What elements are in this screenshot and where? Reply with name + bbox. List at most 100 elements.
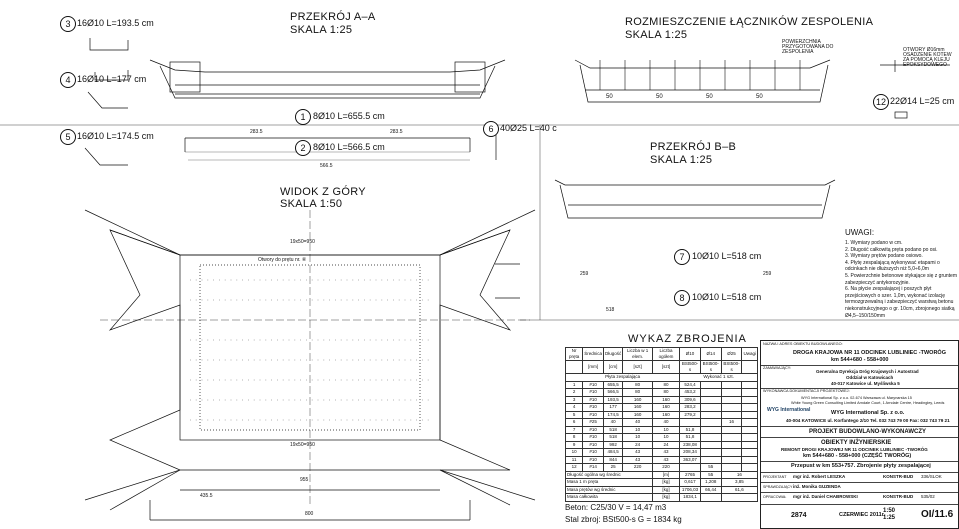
table-cell	[699, 455, 722, 464]
bar-marker: 8	[674, 290, 690, 306]
dimension: 283.5	[250, 129, 263, 135]
table-cell: 12	[564, 463, 584, 472]
col-header: Średnica	[582, 347, 605, 361]
unit-cell: [mm]	[582, 360, 605, 374]
table-cell	[679, 463, 701, 472]
summary-cell: Masa całkowita	[565, 493, 653, 502]
tb-km: km 544+680 - 558+000	[831, 357, 889, 363]
notes-list: 1. Wymiary podano w cm. 2. Długość całko…	[845, 240, 957, 319]
table-cell: 6	[564, 418, 584, 427]
spacing-label: 50	[656, 94, 663, 100]
table-cell: 518	[603, 425, 624, 434]
unit-row: [mm] [cm] [szt] [szt] BSt500-s BSt500-s …	[564, 360, 758, 374]
table-cell: 80	[622, 388, 653, 397]
grid-note: Otwory do prętu nr. ⑥	[258, 257, 307, 263]
tb-object: REMONT DROGI KRAJOWEJ NR 11 ODCINEK LUBL…	[781, 447, 928, 452]
table-cell: 80	[651, 380, 681, 389]
table-cell: 1	[564, 380, 584, 389]
tb-drawing-title: Przepust w km 553+757. Zbrojenie płyty z…	[791, 463, 931, 469]
table-cell	[720, 388, 743, 397]
dimension: 800	[305, 511, 314, 517]
table-cell: 309,6	[679, 395, 701, 404]
tb-person: inż. Monika GUZENDA	[793, 484, 841, 489]
table-cell	[741, 410, 758, 419]
tb-firm1: WYG International Sp. z o.o. 02-674 Wars…	[801, 396, 912, 400]
table-cell	[741, 463, 758, 472]
table-cell: 4	[564, 403, 584, 412]
tb-person: mgr inż. Robert LESZKA	[793, 474, 846, 479]
table-cell	[741, 425, 758, 434]
tb-investor: Generalna Dyrekcja Dróg Krajowych i Auto…	[816, 369, 919, 374]
table-cell	[699, 388, 722, 397]
bar-marker: 2	[295, 140, 311, 156]
tb-licence: 535/02	[921, 494, 935, 499]
bar-6-label: 40Ø25 L=40 c	[500, 123, 557, 133]
bar-8-label: 10Ø10 L=518 cm	[692, 292, 762, 302]
table-cell: 992	[603, 440, 624, 449]
bar-marker: 12	[873, 94, 889, 110]
table-cell	[741, 433, 758, 442]
section-bb-scale: SKALA 1:25	[650, 154, 713, 166]
bar-3-label: 16Ø10 L=193.5 cm	[77, 18, 154, 28]
table-cell: 43	[622, 455, 653, 464]
schedule-title: WYKAZ ZBROJENIA	[628, 333, 747, 345]
connectors-title: ROZMIESZCZENIE ŁĄCZNIKÓW ZESPOLENIA	[625, 16, 874, 28]
table-cell: 238,08	[679, 440, 701, 449]
table-cell	[699, 448, 722, 457]
table-cell: 2	[564, 388, 584, 397]
bar-12-label: 22Ø14 L=25 cm	[890, 96, 955, 106]
table-cell: 80	[651, 388, 681, 397]
col-header: Nr pręta	[564, 347, 584, 361]
summary-cell: 61,6	[720, 485, 759, 494]
summary-cell: 66,44	[699, 485, 722, 494]
table-cell: 7	[564, 425, 584, 434]
element-count: Wykonać 1 szt.	[679, 373, 758, 382]
col-header: Liczba ogółem	[651, 347, 681, 361]
table-cell: 518	[603, 433, 624, 442]
table-cell	[741, 418, 758, 427]
table-cell: #10	[582, 425, 605, 434]
summary-cell	[699, 493, 722, 502]
tb-licence: 336/SLOK	[921, 474, 942, 479]
table-cell: 55	[699, 463, 722, 472]
tb-firm2: White Young Green Consulting Limited Arn…	[791, 401, 945, 405]
summary-row: Masa całkowita[kg]1834,1	[565, 493, 759, 502]
table-cell	[720, 395, 743, 404]
dimension: 283.5	[390, 129, 403, 135]
table-cell	[741, 440, 758, 449]
element-row: Płyta zespalająca Wykonać 1 szt.	[564, 373, 758, 382]
note-item: 2. Długość całkowitą pręta podano po osi…	[845, 246, 938, 253]
table-cell: 40	[603, 418, 624, 427]
summary-cell: 1834,1	[679, 493, 701, 502]
section-bb-title: PRZEKRÓJ B–B	[650, 141, 737, 153]
summary-cell: 1,208	[699, 478, 722, 487]
steel-summary: Stal zbroj: BSt500-s G = 1834 kg	[565, 515, 682, 524]
summary-cell: [kg]	[651, 478, 681, 487]
summary-cell: 3,85	[720, 478, 759, 487]
note-item: 6. Na płycie zespalającej i poszych płyt…	[845, 286, 955, 319]
table-cell: 160	[651, 395, 681, 404]
table-cell: #10	[582, 410, 605, 419]
connectors-scale: SKALA 1:25	[625, 29, 688, 41]
table-cell: #14	[582, 463, 605, 472]
table-cell	[699, 440, 722, 449]
table-cell: #10	[582, 380, 605, 389]
element-name: Płyta zespalająca	[564, 373, 681, 382]
concrete-summary: Beton: C25/30 V = 14,47 m3	[565, 503, 667, 512]
col-header: Uwagi	[741, 347, 758, 361]
tb-object-hdr: NAZWA I ADRES OBIEKTU BUDOWLANEGO:	[763, 342, 843, 346]
table-cell: 10	[622, 425, 653, 434]
table-cell	[699, 410, 722, 419]
table-cell	[699, 433, 722, 442]
summary-cell	[720, 493, 759, 502]
summary-cell: 1706,03	[679, 485, 701, 494]
table-cell	[720, 448, 743, 457]
